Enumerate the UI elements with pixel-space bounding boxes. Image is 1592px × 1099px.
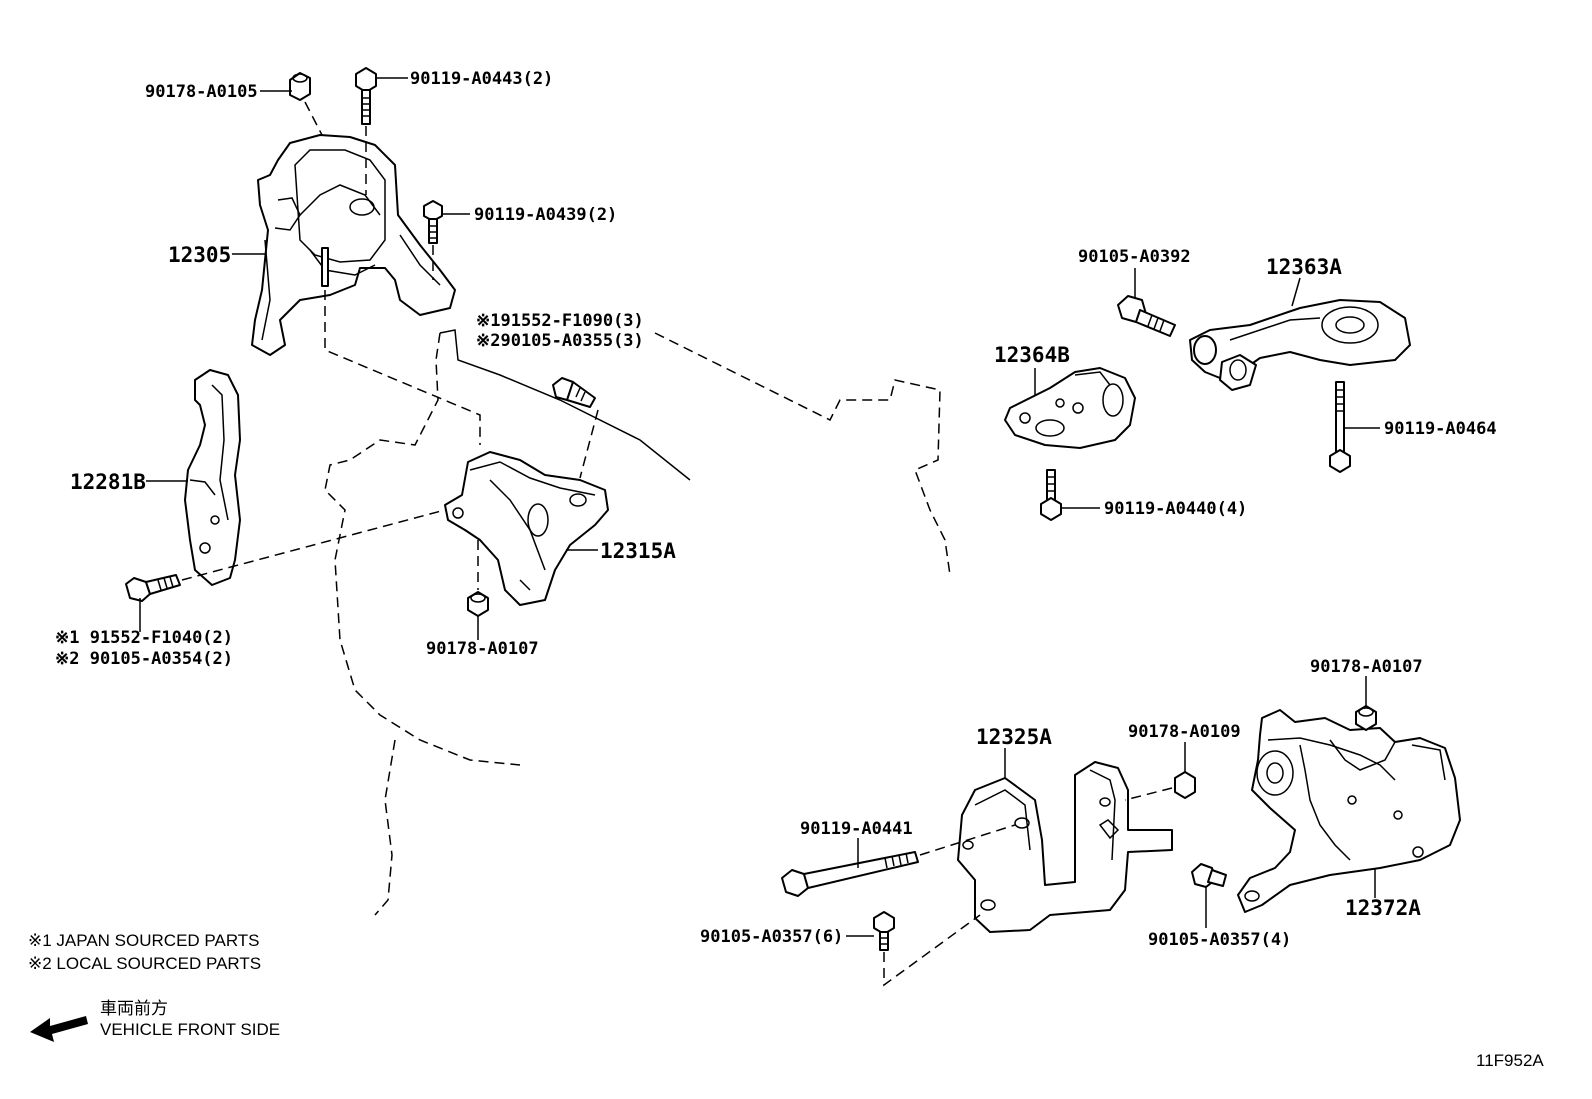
label-90105-a0357-six: 90105-A0357(6) — [700, 927, 843, 947]
front-arrow-icon — [30, 1016, 88, 1042]
bolt-90119-a0464 — [1329, 381, 1351, 473]
bolt-90119-a0440 — [1040, 469, 1062, 521]
part-12315a-bracket — [444, 451, 609, 606]
label-91552-f1040: ※1 91552-F1040(2) — [55, 628, 233, 648]
label-90178-a0105: 90178-A0105 — [145, 82, 258, 102]
bolt-91552-f1040 — [125, 509, 446, 602]
leader-lines — [139, 77, 1380, 937]
part-12363a-torque-rod — [1189, 299, 1411, 391]
label-12364b: 12364B — [994, 343, 1070, 367]
label-90178-a0107-b: 90178-A0107 — [1310, 657, 1423, 677]
note-front-japanese: 車両前方 — [100, 999, 168, 1018]
label-90105-a0357-four: 90105-A0357(4) — [1148, 930, 1291, 950]
note-front-english: VEHICLE FRONT SIDE — [100, 1020, 280, 1039]
label-12305: 12305 — [168, 243, 231, 267]
part-12305-engine-mount — [251, 134, 456, 356]
bolt-90105-a0357-four — [1191, 863, 1227, 888]
nut-90178-a0107-a — [467, 540, 489, 617]
part-12372a-mount — [1237, 709, 1461, 913]
engine-outline — [324, 329, 951, 916]
label-12372a: 12372A — [1345, 896, 1421, 920]
label-90178-a0107-a: 90178-A0107 — [426, 639, 539, 659]
part-labels: 90178-A0105 90119-A0443(2) 90119-A0439(2… — [55, 69, 1497, 950]
nut-90178-a0107-b — [1355, 705, 1377, 731]
label-90105-a0392: 90105-A0392 — [1078, 247, 1191, 267]
part-12364b-bracket — [1004, 367, 1136, 449]
label-90105-a0355: ※290105-A0355(3) — [476, 331, 644, 351]
label-12363a: 12363A — [1266, 255, 1342, 279]
note-japan-sourced: ※1 JAPAN SOURCED PARTS — [28, 931, 260, 950]
part-12281b-bracket — [184, 369, 241, 586]
diagram-code: 11F952A — [1476, 1051, 1544, 1070]
label-90105-a0354: ※2 90105-A0354(2) — [55, 649, 233, 669]
label-91552-f1090: ※191552-F1090(3) — [476, 311, 644, 331]
label-90119-a0439: 90119-A0439(2) — [474, 205, 617, 225]
notes: ※1 JAPAN SOURCED PARTS ※2 LOCAL SOURCED … — [28, 931, 1544, 1070]
note-local-sourced: ※2 LOCAL SOURCED PARTS — [28, 954, 261, 973]
label-90178-a0109: 90178-A0109 — [1128, 722, 1241, 742]
label-12325a: 12325A — [976, 725, 1052, 749]
part-12325a-bracket — [957, 761, 1173, 933]
bolt-91552-f1090 — [552, 377, 599, 479]
bolt-90119-a0439 — [423, 200, 443, 280]
nut-90178-a0105 — [289, 72, 323, 136]
label-90119-a0441: 90119-A0441 — [800, 819, 913, 839]
bolt-90105-a0392 — [1117, 295, 1176, 337]
label-12315a: 12315A — [600, 539, 676, 563]
bolt-90105-a0357-six — [873, 911, 981, 987]
label-90119-a0440: 90119-A0440(4) — [1104, 499, 1247, 519]
label-90119-a0443: 90119-A0443(2) — [410, 69, 553, 89]
nut-90178-a0109 — [1124, 771, 1196, 801]
bolt-90119-a0441 — [781, 824, 1016, 897]
label-12281b: 12281B — [70, 470, 146, 494]
label-90119-a0464: 90119-A0464 — [1384, 419, 1497, 439]
bolt-90119-a0443 — [355, 67, 377, 195]
